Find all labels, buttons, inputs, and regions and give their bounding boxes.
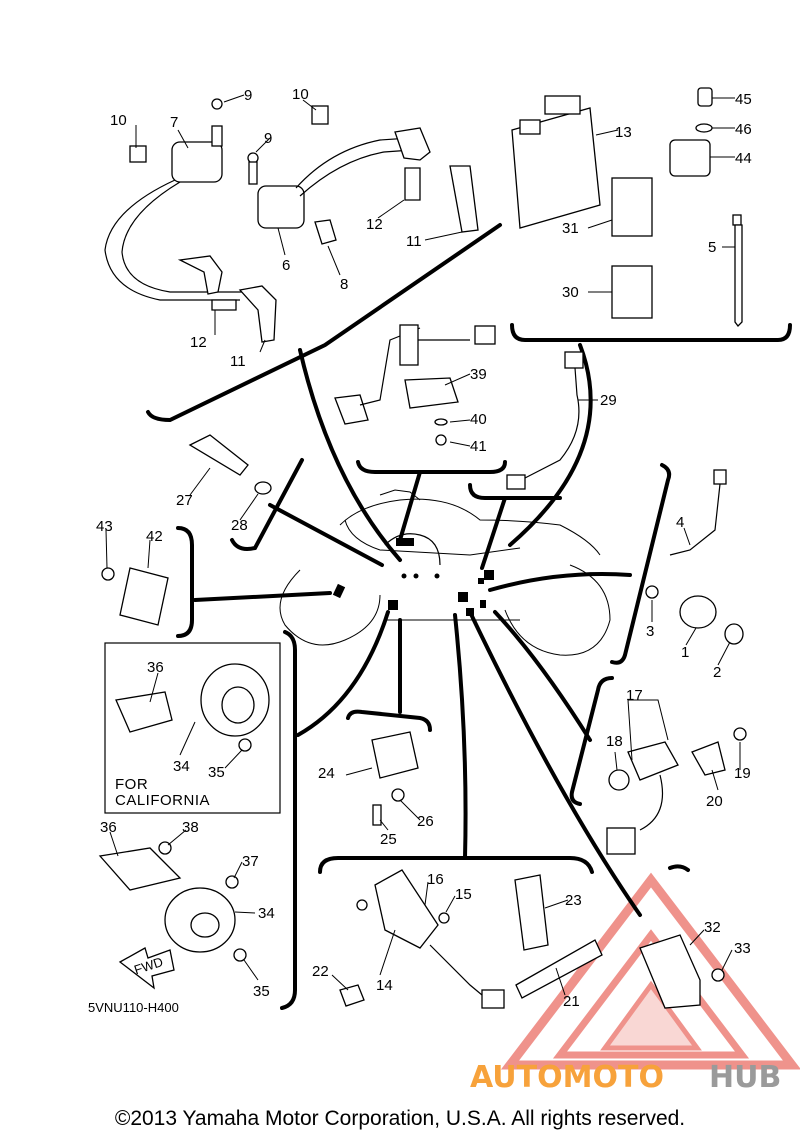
callout-45: 45 <box>735 91 752 108</box>
callout-21: 21 <box>563 993 580 1010</box>
sub-wire-harness <box>506 351 584 490</box>
callout-9a: 9 <box>244 87 252 104</box>
motorcycle-outline <box>279 489 611 656</box>
callout-32: 32 <box>704 919 721 936</box>
callout-41: 41 <box>470 438 487 455</box>
cable-tie <box>732 214 743 327</box>
starter-relay-group <box>339 869 603 1009</box>
callout-25: 25 <box>380 831 397 848</box>
callout-11b: 11 <box>230 353 246 370</box>
callout-12b: 12 <box>190 334 207 351</box>
callout-23: 23 <box>565 892 582 909</box>
diagram-code: 5VNU110-H400 <box>88 1000 179 1015</box>
callout-3: 3 <box>646 623 654 640</box>
callout-34a: 34 <box>173 758 190 775</box>
watermark-text: AUTOMOTO HUB <box>470 1060 781 1095</box>
callout-5: 5 <box>708 239 716 256</box>
callout-39: 39 <box>470 366 487 383</box>
callout-31: 31 <box>562 220 579 237</box>
callout-35b: 35 <box>253 983 270 1000</box>
callout-10a: 10 <box>110 112 127 129</box>
callout-8: 8 <box>340 276 348 293</box>
ignition-coil-rear <box>247 105 479 245</box>
watermark-left: AUTOMOTO <box>470 1060 664 1095</box>
horn-california <box>115 663 270 752</box>
copyright-line: ©2013 Yamaha Motor Corporation, U.S.A. A… <box>115 1107 685 1130</box>
lean-angle-sensor <box>669 87 713 177</box>
callout-7: 7 <box>170 114 178 131</box>
callout-17: 17 <box>626 687 643 704</box>
callout-46: 46 <box>735 121 752 138</box>
callout-numbers: 1 2 3 4 5 6 7 8 9 9 10 10 11 11 12 12 13… <box>96 86 752 1010</box>
callout-12a: 12 <box>366 216 383 233</box>
callout-36b: 36 <box>100 819 117 836</box>
california-label-line1: FOR <box>115 776 148 793</box>
thermo-sensor <box>188 434 272 495</box>
reflector <box>101 567 169 626</box>
callout-4: 4 <box>676 514 684 531</box>
fuel-sender <box>334 324 496 446</box>
callout-42: 42 <box>146 528 163 545</box>
callout-16: 16 <box>427 871 444 888</box>
intake-pressure-sensor <box>371 731 419 826</box>
callout-24: 24 <box>318 765 335 782</box>
callout-28: 28 <box>231 517 248 534</box>
callout-36a: 36 <box>147 659 164 676</box>
group-bracket-lines <box>146 223 792 1010</box>
callout-14: 14 <box>376 977 393 994</box>
callout-10b: 10 <box>292 86 309 103</box>
callout-9b: 9 <box>264 130 272 147</box>
callout-13: 13 <box>615 124 632 141</box>
callout-40: 40 <box>470 411 487 428</box>
callout-30: 30 <box>562 284 579 301</box>
main-switch-group <box>645 469 744 645</box>
callout-18: 18 <box>606 733 623 750</box>
horn-right <box>639 934 725 1009</box>
california-inset-box <box>104 642 281 814</box>
relay-unit <box>611 177 653 319</box>
callout-43: 43 <box>96 518 113 535</box>
callout-1: 1 <box>681 644 689 661</box>
callout-22: 22 <box>312 963 329 980</box>
callout-34b: 34 <box>258 905 275 922</box>
fwd-arrow: FWD <box>118 947 175 990</box>
california-label-line2: CALIFORNIA <box>115 792 210 809</box>
horn-standard <box>98 841 247 962</box>
speed-sensor-group <box>606 727 747 855</box>
callout-44: 44 <box>735 150 752 167</box>
callout-29: 29 <box>600 392 617 409</box>
ecu-unit <box>511 95 601 229</box>
callout-20: 20 <box>706 793 723 810</box>
callout-26: 26 <box>417 813 434 830</box>
callout-33: 33 <box>734 940 751 957</box>
leader-lines <box>105 94 741 996</box>
callout-27: 27 <box>176 492 193 509</box>
ignition-coil-front <box>104 98 277 343</box>
callout-15: 15 <box>455 886 472 903</box>
callout-35a: 35 <box>208 764 225 781</box>
callout-38: 38 <box>182 819 199 836</box>
callout-37: 37 <box>242 853 259 870</box>
callout-2: 2 <box>713 664 721 681</box>
callout-11a: 11 <box>406 233 422 250</box>
watermark-right: HUB <box>709 1060 781 1095</box>
callout-6: 6 <box>282 257 290 274</box>
callout-19: 19 <box>734 765 751 782</box>
